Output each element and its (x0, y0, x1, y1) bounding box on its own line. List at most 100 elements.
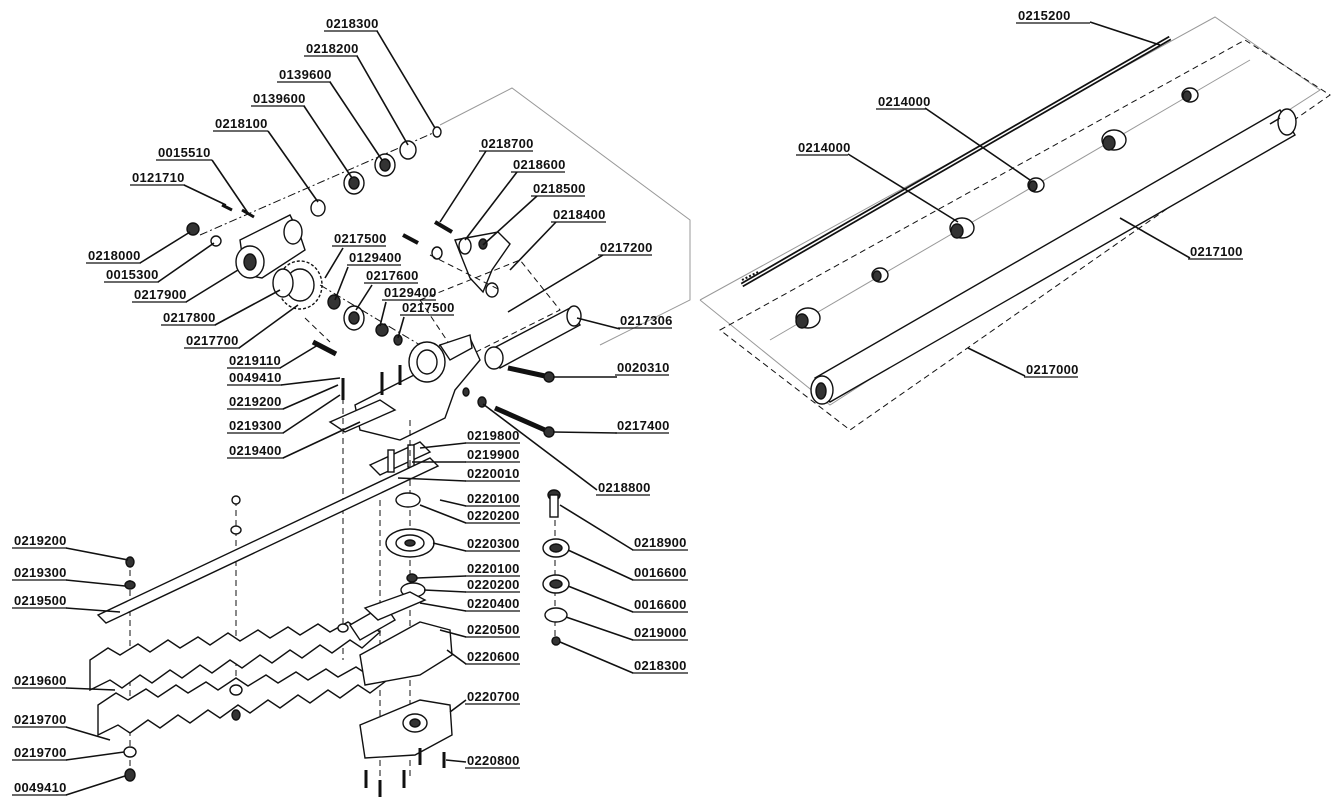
part-label-0015510: 0015510 (156, 145, 212, 161)
part-label-0219300: 0219300 (227, 418, 284, 434)
part-label-0217200: 0217200 (598, 240, 653, 256)
bushing (795, 307, 821, 329)
part-label-0217800: 0217800 (161, 310, 216, 326)
part-label-0129400: 0129400 (382, 285, 437, 301)
part-label-0219200: 0219200 (12, 533, 67, 549)
part-number: 0219000 (634, 625, 687, 640)
part-number: 0220200 (467, 577, 520, 592)
bushing (1101, 129, 1127, 151)
part-number: 0218700 (481, 136, 534, 151)
part-number: 0219600 (14, 673, 67, 688)
bushing (1181, 87, 1199, 103)
part-number: 0218200 (306, 41, 359, 56)
part-number: 0220800 (467, 753, 520, 768)
part-number: 0219700 (14, 712, 67, 727)
part-number: 0139600 (279, 67, 332, 82)
part-label-0049410: 0049410 (12, 780, 67, 796)
part-label-0220200: 0220200 (465, 508, 520, 524)
drive-gear (385, 528, 435, 558)
part-number: 0218900 (634, 535, 687, 550)
part-label-0016600: 0016600 (632, 597, 688, 613)
part-label-0220400: 0220400 (465, 596, 520, 612)
part-label-0220500: 0220500 (465, 622, 520, 638)
main-tube (810, 108, 1297, 405)
part-label-0218400: 0218400 (551, 207, 606, 223)
part-label-0217500: 0217500 (400, 300, 455, 316)
part-label-0217100: 0217100 (1188, 244, 1243, 260)
part-number: 0218800 (598, 480, 651, 495)
gear-housing (235, 214, 306, 279)
part-label-0214000: 0214000 (796, 140, 850, 156)
guide-plate (328, 399, 432, 476)
part-labels: 0215200 0214000 0214000 0217100 0217000 … (12, 8, 1243, 796)
part-number: 0219400 (229, 443, 282, 458)
part-number: 0220100 (467, 491, 520, 506)
part-label-0217900: 0217900 (132, 287, 187, 303)
leader-lines (65, 21, 1191, 796)
part-number: 0220200 (467, 508, 520, 523)
part-label-0218500: 0218500 (531, 181, 586, 197)
part-label-0220600: 0220600 (465, 649, 520, 665)
part-number: 0219700 (14, 745, 67, 760)
bearing (374, 153, 396, 177)
part-label-0219200: 0219200 (227, 394, 284, 410)
part-number: 0220500 (467, 622, 520, 637)
part-number: 0218500 (533, 181, 586, 196)
part-label-0016600: 0016600 (632, 565, 688, 581)
connecting-bar (96, 457, 440, 624)
part-number: 0049410 (14, 780, 67, 795)
part-label-0219500: 0219500 (12, 593, 67, 609)
part-label-0219700: 0219700 (12, 745, 67, 761)
part-label-0217700: 0217700 (184, 333, 240, 349)
part-label-0218800: 0218800 (596, 480, 651, 496)
part-label-0218300: 0218300 (632, 658, 688, 674)
part-label-0015300: 0015300 (104, 267, 159, 283)
part-label-0220200: 0220200 (465, 577, 520, 593)
shaft-coupling (484, 305, 582, 370)
part-label-0218300: 0218300 (324, 16, 378, 32)
part-number: 0217500 (402, 300, 455, 315)
part-number: 0129400 (384, 285, 437, 300)
part-number: 0217400 (617, 418, 670, 433)
part-number: 0218100 (215, 116, 268, 131)
part-number: 0016600 (634, 597, 687, 612)
part-number: 0219800 (467, 428, 520, 443)
part-number: 0129400 (349, 250, 402, 265)
part-label-0217600: 0217600 (364, 268, 418, 284)
lower-blade (97, 666, 392, 737)
part-label-0129400: 0129400 (347, 250, 402, 266)
part-number: 0217200 (600, 240, 653, 255)
part-label-0218600: 0218600 (511, 157, 566, 173)
part-label-0139600: 0139600 (277, 67, 332, 83)
part-label-0049410: 0049410 (227, 370, 282, 386)
part-label-0220010: 0220010 (465, 466, 520, 482)
gasket (359, 621, 453, 686)
part-number: 0218600 (513, 157, 566, 172)
part-label-0219400: 0219400 (227, 443, 284, 459)
part-number: 0016600 (634, 565, 687, 580)
gear-cover (359, 699, 453, 759)
part-label-0218200: 0218200 (304, 41, 359, 57)
part-number: 0217800 (163, 310, 216, 325)
part-label-0218700: 0218700 (479, 136, 534, 152)
part-label-0219700: 0219700 (12, 712, 67, 728)
part-number: 0215200 (1018, 8, 1071, 23)
part-number: 0218300 (634, 658, 687, 673)
bearing (542, 574, 570, 594)
part-label-0218900: 0218900 (632, 535, 688, 551)
stud-bolt (547, 489, 561, 518)
bushing (949, 217, 975, 239)
gearbox-body (354, 334, 481, 441)
lever-bracket (454, 231, 511, 298)
part-number: 0020310 (617, 360, 670, 375)
part-label-0121710: 0121710 (130, 170, 185, 186)
part-label-0220100: 0220100 (465, 491, 520, 507)
bushing (871, 267, 889, 283)
part-label-0220300: 0220300 (465, 536, 520, 552)
bushing (1027, 177, 1045, 193)
part-number: 0220400 (467, 596, 520, 611)
part-number: 0219500 (14, 593, 67, 608)
part-label-0020310: 0020310 (615, 360, 670, 376)
part-number: 0217500 (334, 231, 387, 246)
